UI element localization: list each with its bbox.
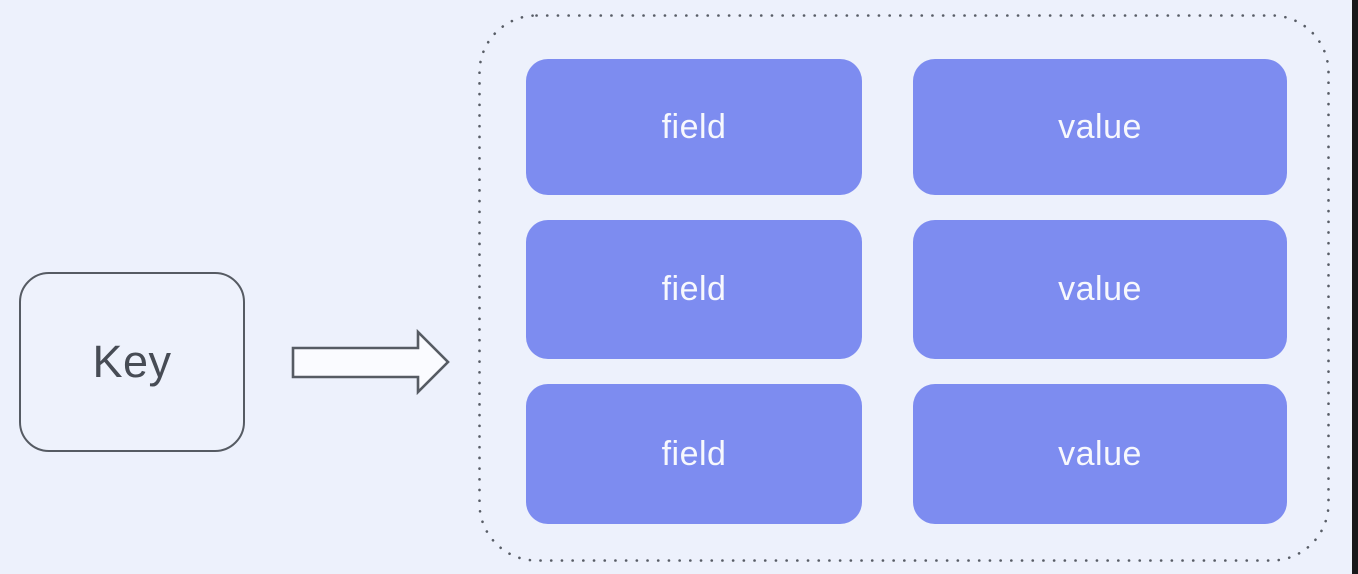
screen-edge-bar [1352, 0, 1358, 574]
value-cell: value [913, 220, 1287, 359]
key-node-label: Key [92, 336, 172, 387]
value-cell: value [913, 59, 1287, 195]
value-cell: value [913, 384, 1287, 524]
field-cell: field [526, 384, 862, 524]
field-value-grid: field value field value field value [526, 59, 1287, 524]
key-node: Key [19, 272, 245, 452]
field-cell: field [526, 59, 862, 195]
hash-fields-container: field value field value field value [478, 14, 1330, 562]
dotted-border [478, 14, 1330, 562]
right-arrow-icon [291, 329, 450, 395]
field-cell: field [526, 220, 862, 359]
